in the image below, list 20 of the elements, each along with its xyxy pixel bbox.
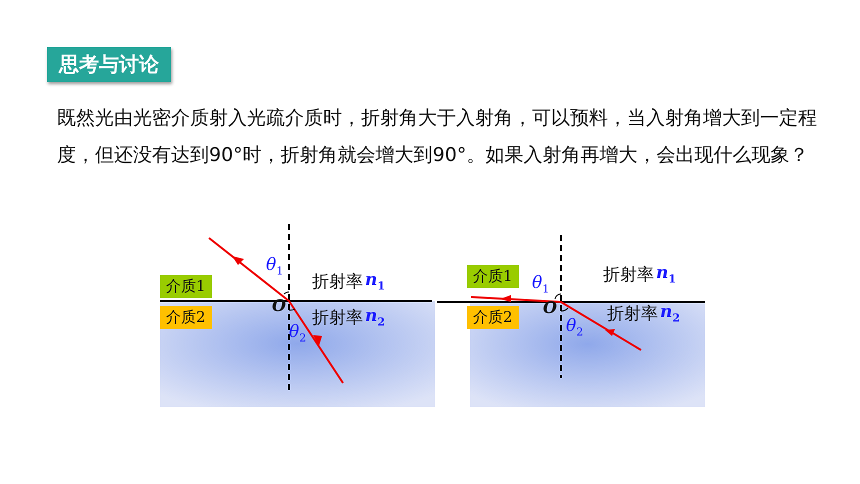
refractive-index-label: 折射率 — [312, 307, 363, 329]
heading-badge: 思考与讨论 — [47, 47, 171, 82]
angle-label: θ$_{2}$ — [566, 316, 584, 338]
medium-tag: 介质1 — [467, 265, 519, 288]
question-text: 既然光由光密介质射入光疏介质时，折射角大于入射角，可以预料，当入射角增大到一定程度，但还没有达到90°时，折射角就会增大到90°。如果入射角再增大，会出现什么现象？ — [57, 106, 818, 168]
refractive-index-label: 折射率 — [607, 303, 658, 325]
refractive-index-label: 折射率 — [312, 271, 363, 293]
index-symbol: n$_{1}$ — [365, 270, 386, 292]
origin-label: O — [272, 296, 286, 315]
index-symbol: n$_{1}$ — [656, 263, 676, 286]
index-symbol: n$_{2}$ — [365, 306, 386, 328]
origin-label: O — [543, 298, 557, 317]
medium-tag: 介质1 — [160, 275, 212, 298]
index-symbol: n$_{2}$ — [660, 302, 680, 324]
angle-label: θ$_{1}$ — [532, 273, 550, 296]
medium-tag: 介质2 — [467, 306, 519, 329]
medium-tag: 介质2 — [160, 306, 212, 329]
angle-label: θ$_{2}$ — [289, 322, 306, 344]
refractive-index-label: 折射率 — [603, 264, 654, 286]
angle-label: θ$_{1}$ — [266, 255, 284, 278]
